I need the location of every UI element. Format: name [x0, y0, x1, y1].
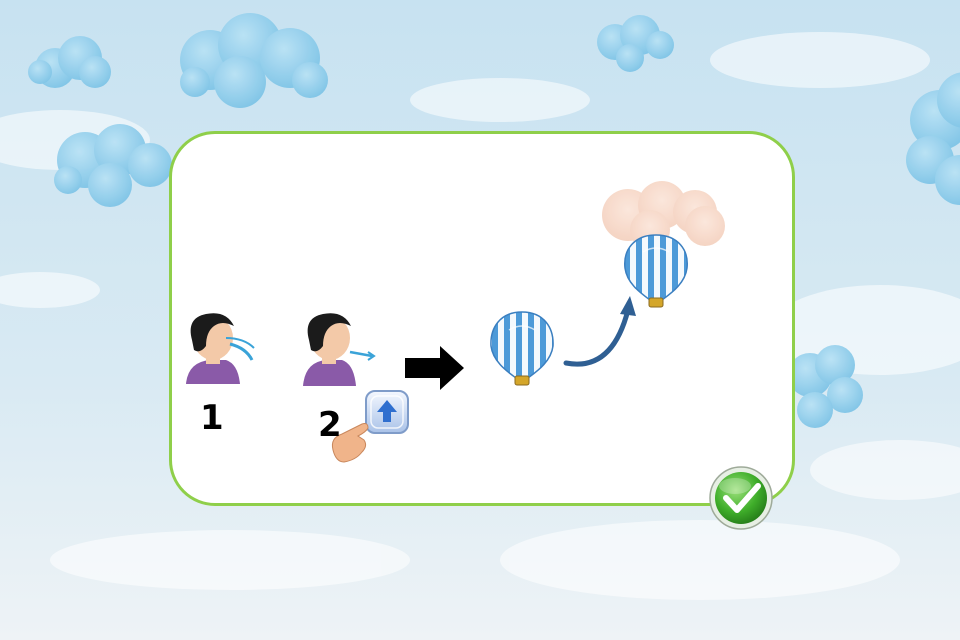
confirm-button[interactable]: [709, 466, 773, 530]
pointing-hand-icon: [331, 423, 369, 463]
up-arrow-button[interactable]: [365, 390, 409, 434]
right-arrow-icon: [405, 346, 464, 390]
hot-air-balloon-rising: [624, 234, 688, 308]
step-1-label: 1: [200, 398, 224, 438]
rise-arrow-icon: [563, 296, 636, 367]
cloud-icon: [788, 345, 863, 428]
cloud-icon: [597, 15, 674, 72]
cloud-icon: [906, 72, 960, 205]
breathe-out-illustration: [298, 312, 376, 386]
breathe-in-illustration: [178, 312, 258, 384]
cloud-icon: [28, 36, 111, 88]
soft-clouds: [0, 32, 960, 600]
up-arrow-icon: [377, 400, 397, 422]
cloud-icon: [180, 13, 328, 108]
check-icon: [723, 483, 761, 513]
cloud-icon: [54, 124, 172, 207]
hot-air-balloon: [490, 311, 554, 386]
step-2-label: 2: [318, 405, 342, 445]
cloud-icon: [602, 181, 725, 250]
